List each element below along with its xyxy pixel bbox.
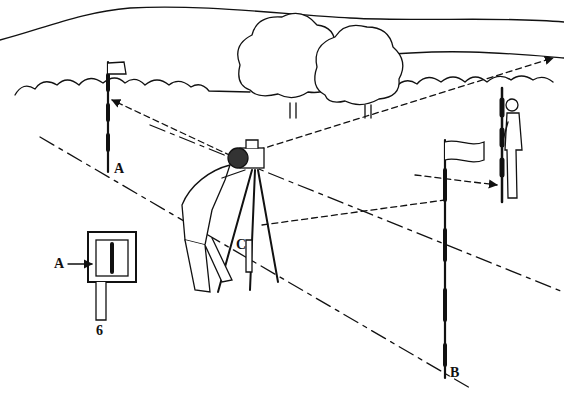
surveyor-legs bbox=[185, 238, 232, 292]
point-label: B bbox=[450, 366, 459, 380]
sight-line bbox=[112, 100, 240, 160]
surveyor-head bbox=[228, 148, 248, 168]
leader-arrow bbox=[68, 263, 92, 264]
rodman-head bbox=[506, 99, 518, 111]
sight-line bbox=[415, 175, 497, 185]
theodolite-top bbox=[246, 140, 258, 148]
tree-canopy bbox=[315, 25, 403, 104]
inset-post bbox=[96, 282, 106, 320]
ranging-pole bbox=[107, 62, 109, 172]
shrub-line bbox=[395, 76, 553, 88]
ground-line bbox=[40, 137, 470, 388]
pole-stripe bbox=[106, 75, 110, 150]
rodman-arm bbox=[503, 122, 508, 140]
shrub-line bbox=[15, 78, 250, 95]
stake bbox=[246, 240, 252, 272]
pole-flag bbox=[445, 141, 484, 162]
point-label: C bbox=[236, 238, 246, 252]
tree-trunk bbox=[290, 103, 296, 118]
inset-marker-pin bbox=[110, 244, 114, 272]
point-label: A bbox=[114, 162, 124, 176]
inset-marker-frame bbox=[96, 240, 128, 276]
pole-flag bbox=[108, 62, 126, 74]
point-label: 6 bbox=[96, 324, 103, 338]
sight-line bbox=[262, 200, 445, 225]
point-label: A bbox=[54, 257, 64, 271]
surveyor-body bbox=[182, 165, 230, 245]
ranging-pole bbox=[444, 140, 446, 378]
pole-stripe bbox=[443, 170, 447, 365]
levelling-rod bbox=[501, 88, 504, 202]
surveyor-arm bbox=[222, 170, 245, 178]
inset-marker-box bbox=[88, 232, 136, 282]
